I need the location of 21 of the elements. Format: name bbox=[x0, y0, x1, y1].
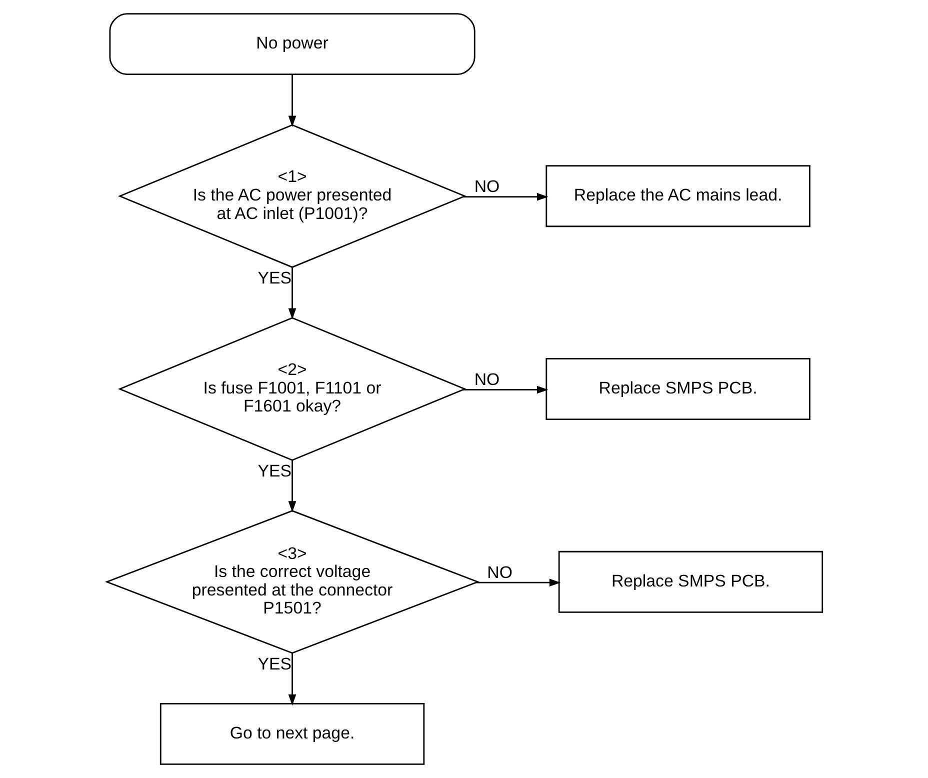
arrow bbox=[288, 267, 296, 320]
node-box: Replace the AC mains lead. bbox=[545, 165, 810, 228]
arrow bbox=[462, 386, 548, 394]
edge-label: NO bbox=[474, 177, 500, 196]
arrow bbox=[476, 578, 560, 587]
node-diamond: <3> Is the correct voltage presented at the connector P1501? bbox=[104, 510, 480, 654]
edge-label: YES bbox=[257, 268, 292, 288]
node-box: No power bbox=[108, 13, 475, 76]
edge-label: NO bbox=[474, 370, 500, 389]
edge-label: YES bbox=[257, 654, 292, 674]
edge-label: NO bbox=[486, 562, 512, 582]
edge-label: YES bbox=[257, 461, 292, 480]
node-box: Go to next page. bbox=[159, 702, 424, 765]
node-box: Replace SMPS PCB. bbox=[558, 550, 823, 613]
node-box: Replace SMPS PCB. bbox=[545, 358, 810, 420]
arrow bbox=[288, 653, 296, 706]
arrow bbox=[462, 192, 548, 201]
node-diamond: <1> Is the AC power presented at AC inlet (P1001)? bbox=[117, 124, 466, 268]
node-diamond: <2> Is fuse F1001, F1101 or F1601 okay? bbox=[117, 317, 466, 461]
arrow bbox=[288, 74, 296, 127]
arrow bbox=[288, 460, 296, 512]
